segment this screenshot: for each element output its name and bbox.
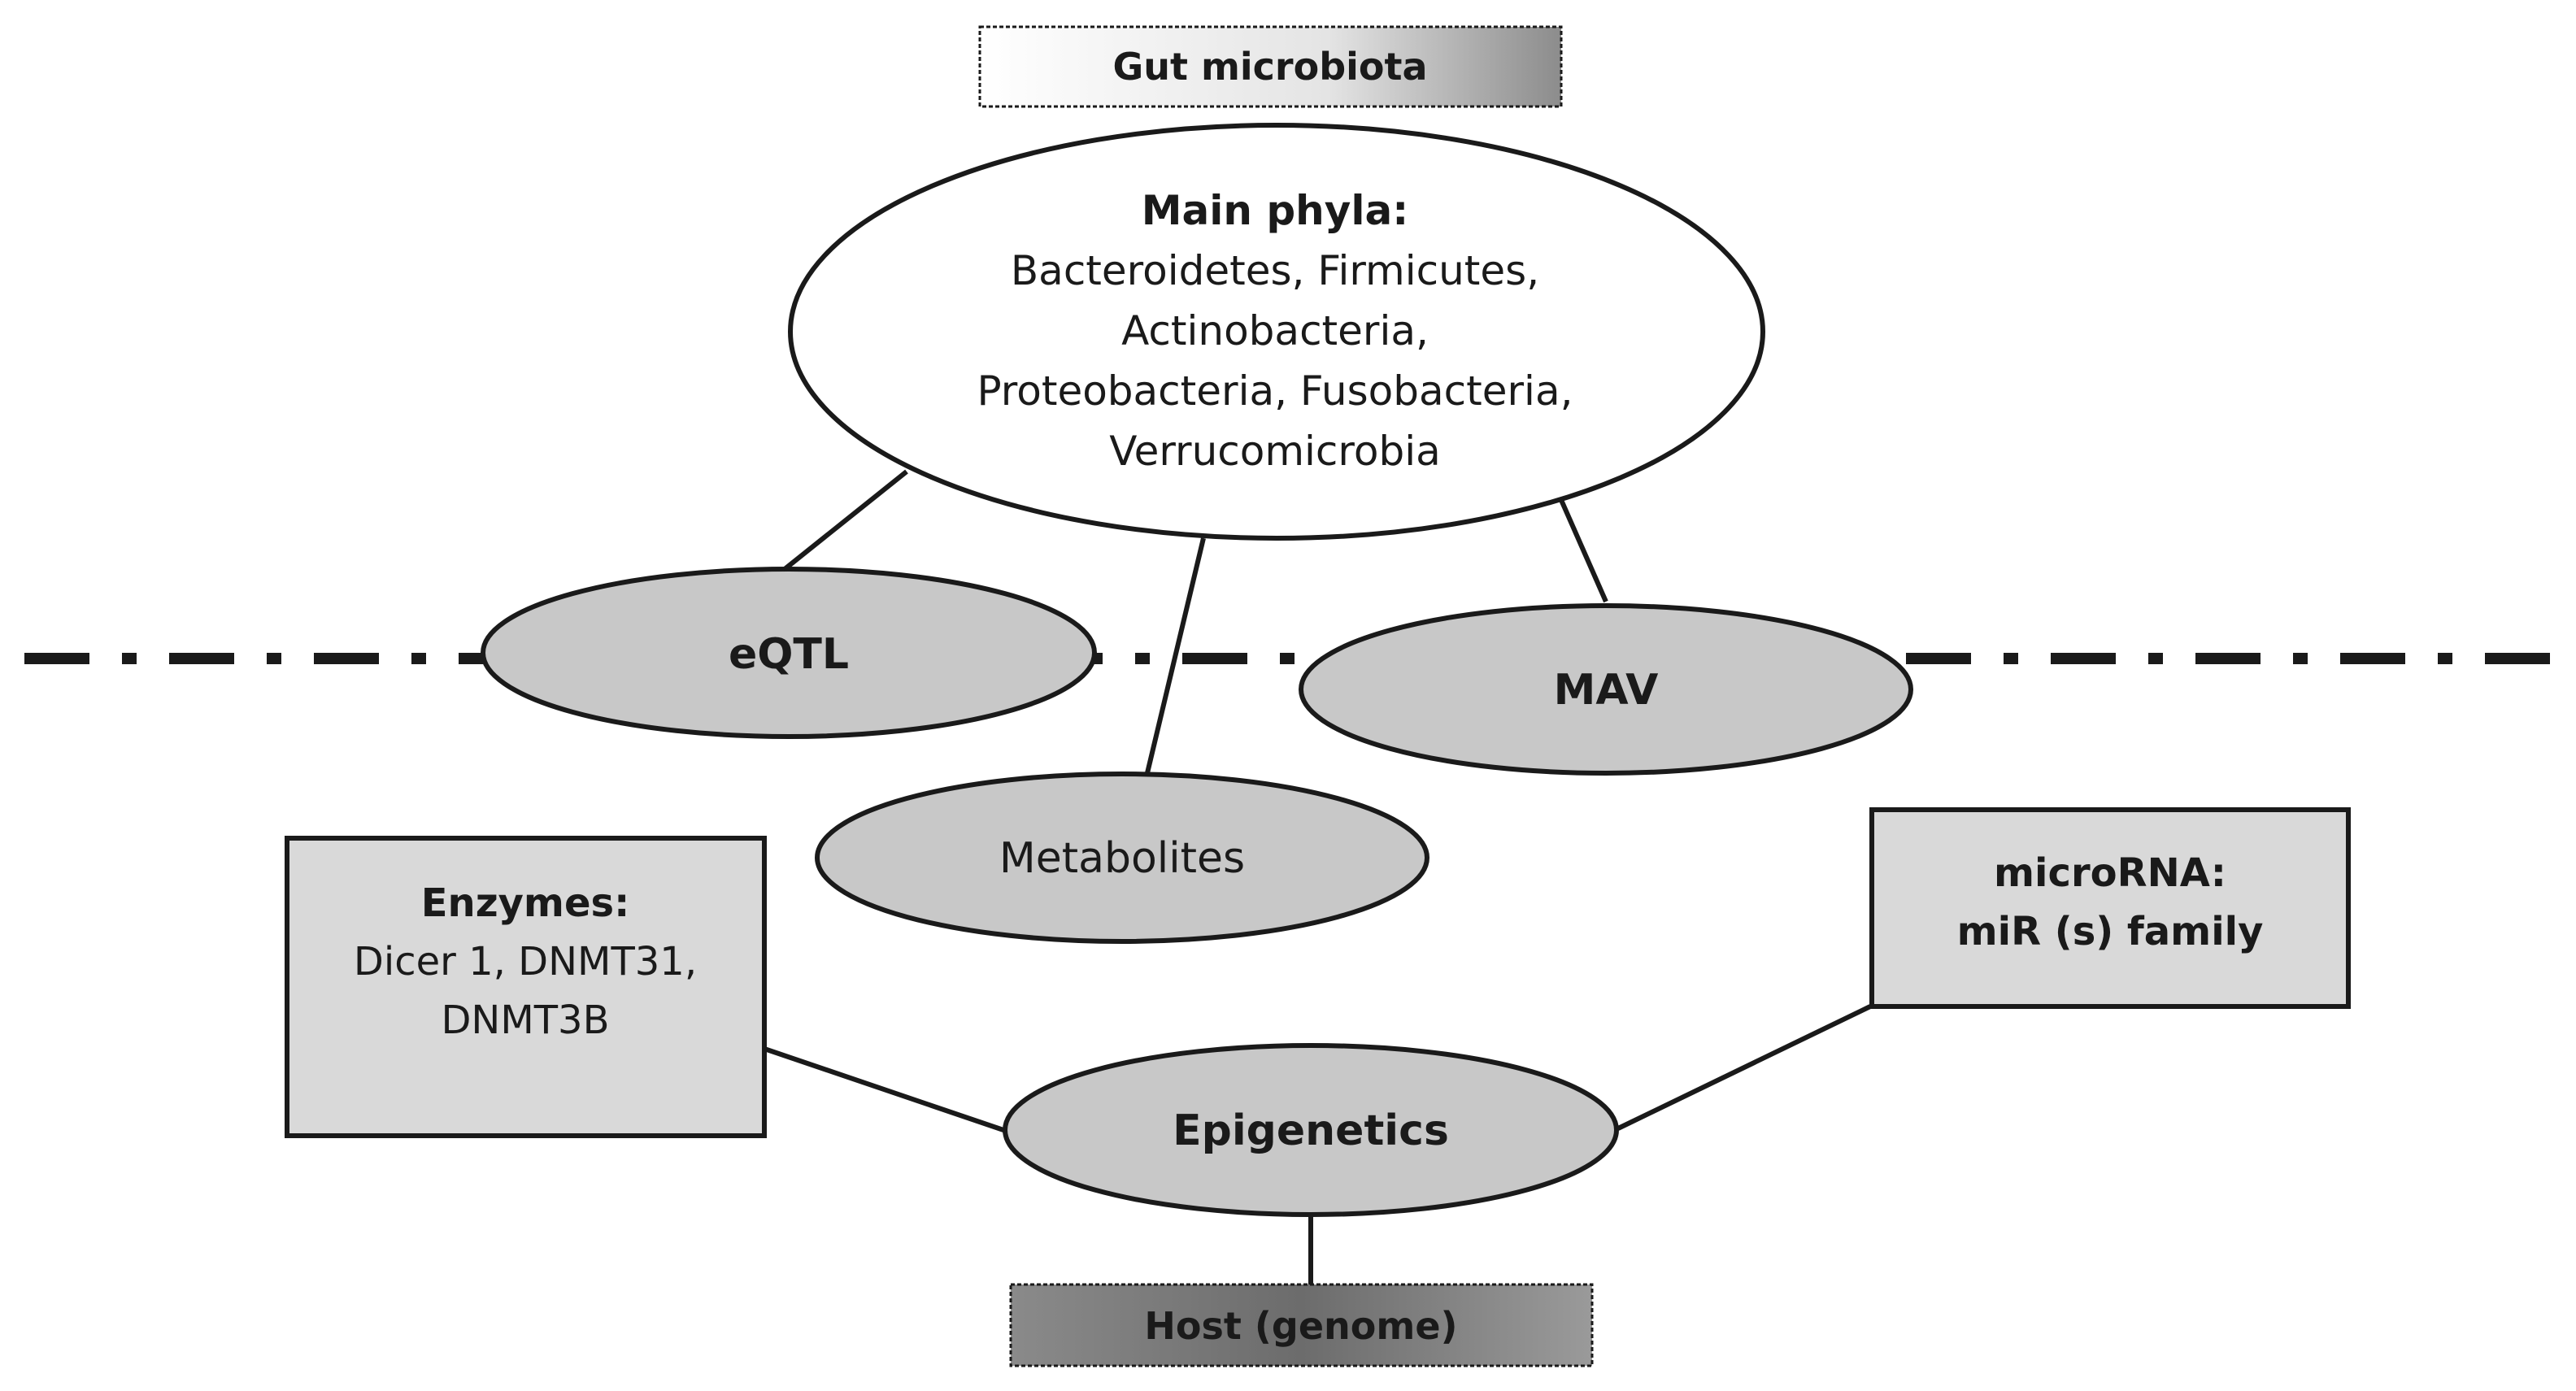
main-phyla-line-3: Proteobacteria, Fusobacteria, (977, 367, 1573, 415)
enzymes-box (285, 836, 767, 1138)
connector-phyla-eqtl (783, 469, 908, 572)
connector-phyla-metabolites (1144, 537, 1206, 777)
eqtl-ellipse (481, 567, 1097, 739)
epigenetics-ellipse (1003, 1043, 1619, 1217)
gut-microbiota-box (978, 25, 1563, 108)
connector-lines (764, 469, 1872, 1285)
main-phyla-heading: Main phyla: (1142, 187, 1409, 234)
metabolites-label: Metabolites (999, 834, 1245, 883)
main-phyla-ellipse (788, 123, 1765, 541)
metabolites-ellipse (815, 772, 1429, 944)
connector-phyla-mav (1559, 498, 1608, 603)
microrna-box (1869, 807, 2351, 1009)
enzymes-line-1: Dicer 1, DNMT31, (354, 939, 697, 985)
main-phyla-line-2: Actinobacteria, (1121, 307, 1429, 354)
epigenetics-label: Epigenetics (1173, 1106, 1449, 1155)
mav-ellipse (1299, 603, 1913, 776)
enzymes-line-2: DNMT3B (441, 998, 609, 1043)
microrna-heading: microRNA: (1994, 850, 2226, 896)
host-genome-box (1009, 1283, 1594, 1367)
mav-label: MAV (1554, 666, 1659, 715)
eqtl-label: eQTL (729, 630, 849, 679)
main-phyla-line-1: Bacteroidetes, Firmicutes, (1011, 247, 1539, 294)
host-genome-label: Host (genome) (1144, 1304, 1457, 1348)
microrna-line: miR (s) family (1957, 909, 2264, 954)
main-phyla-line-4: Verrucomicrobia (1109, 428, 1441, 475)
gut-microbiota-label: Gut microbiota (1112, 45, 1427, 89)
enzymes-heading: Enzymes: (421, 880, 630, 926)
connector-enzymes-epigenetics (764, 1046, 1009, 1134)
connector-microrna-epigenetics (1617, 1004, 1872, 1131)
